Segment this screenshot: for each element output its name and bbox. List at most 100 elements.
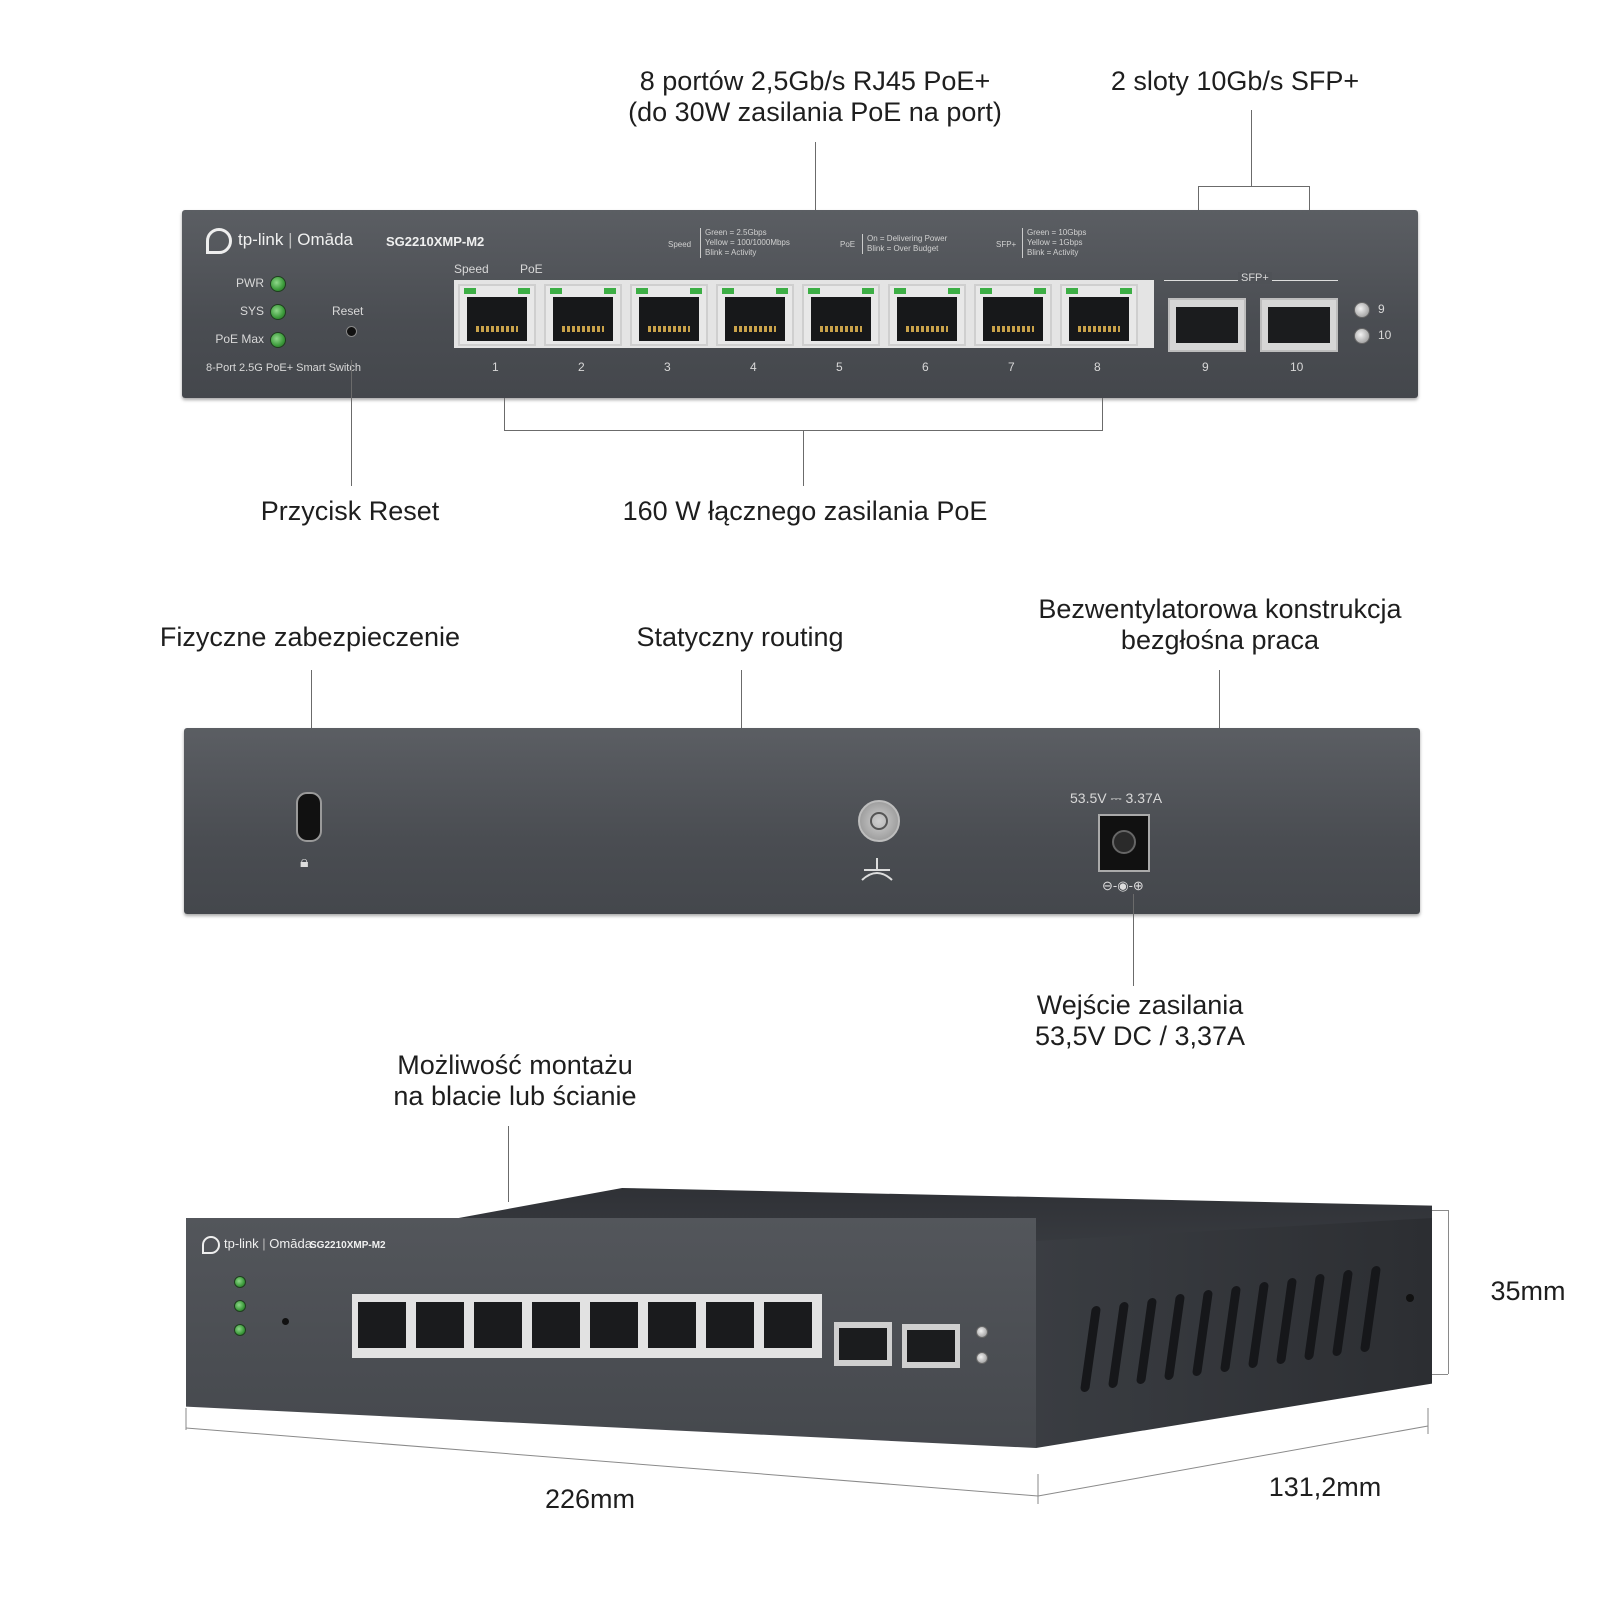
angled-sys-led [234, 1300, 246, 1312]
angled-sfp-port-10[interactable] [902, 1324, 960, 1368]
rj45-port-7[interactable] [974, 284, 1052, 346]
kensington-lock-slot [296, 792, 322, 842]
angled-rj45-port-8[interactable] [764, 1302, 812, 1348]
port-number-1: 1 [492, 360, 499, 374]
sfp-led-9 [1354, 302, 1370, 318]
angled-sfp-port-9[interactable] [834, 1322, 892, 1366]
vent-slot [1135, 1298, 1158, 1384]
ground-icon [861, 858, 893, 881]
rj45-port-4[interactable] [716, 284, 794, 346]
routing-leader [741, 670, 742, 728]
ground-screw [858, 800, 900, 842]
rj45-port-5[interactable] [802, 284, 880, 346]
port-number-6: 6 [922, 360, 929, 374]
reset-button[interactable] [346, 326, 357, 337]
ports-callout-line2: (do 30W zasilania PoE na port) [628, 97, 1002, 127]
legend-poe-title: PoE [840, 240, 856, 249]
rear-panel: 🔒︎ 53.5V ⎓ 3.37A ⊖-◉-⊕ [184, 728, 1420, 914]
fanless-callout: Bezwentylatorowa konstrukcja bezgłośna p… [1000, 594, 1440, 656]
security-callout: Fizyczne zabezpieczenie [159, 622, 461, 652]
depth-label: 131,2mm [1268, 1472, 1382, 1502]
vent-slot [1219, 1286, 1242, 1372]
reset-callout: Przycisk Reset [260, 496, 440, 526]
angled-rj45-port-3[interactable] [474, 1302, 522, 1348]
fanless-line2: bezgłośna praca [1120, 625, 1320, 655]
poe-bracket-left [504, 398, 505, 430]
angled-model-name: SG2210XMP-M2 [310, 1240, 386, 1251]
rj45-port-1[interactable] [458, 284, 536, 346]
angled-rj45-port-2[interactable] [416, 1302, 464, 1348]
port-number-2: 2 [578, 360, 585, 374]
mount-callout: Możliwość montażu na blacie lub ścianie [370, 1050, 660, 1112]
angled-front-face: tp-link | Omāda SG2210XMP-M2 [186, 1218, 1036, 1448]
height-dimension-line [1448, 1210, 1449, 1374]
vent-slot [1275, 1278, 1298, 1364]
angled-rj45-port-4[interactable] [532, 1302, 580, 1348]
vent-slot [1163, 1294, 1186, 1380]
sfp-callout: 2 sloty 10Gb/s SFP+ [1110, 66, 1360, 96]
pwr-led [270, 276, 286, 292]
poe-bracket-right [1102, 398, 1103, 430]
power-rating: 53.5V ⎓ 3.37A [1070, 790, 1163, 806]
lock-icon: 🔒︎ [300, 854, 309, 871]
legend-sfp-title: SFP+ [996, 240, 1017, 249]
ports-leader [815, 142, 816, 210]
device-subtitle: 8-Port 2.5G PoE+ Smart Switch [206, 362, 361, 374]
ports-callout: 8 portów 2,5Gb/s RJ45 PoE+ (do 30W zasil… [560, 66, 1070, 128]
reset-leader [351, 360, 352, 486]
angled-tplink-logo-icon [202, 1236, 220, 1254]
angled-sfp-led-10 [976, 1352, 988, 1364]
mount-leader [508, 1126, 509, 1202]
vent-slot [1247, 1282, 1270, 1368]
brand-name: tp-link | Omāda [238, 230, 353, 249]
mount-line1: Możliwość montażu [397, 1050, 633, 1080]
ports-callout-line1: 8 portów 2,5Gb/s RJ45 PoE+ [639, 66, 991, 96]
angled-reset-button[interactable] [282, 1318, 289, 1325]
front-panel: tp-link | Omāda SG2210XMP-M2 PWR SYS PoE… [182, 210, 1418, 398]
angled-rj45-port-5[interactable] [590, 1302, 638, 1348]
speed-label: Speed [454, 262, 489, 276]
sfp-leader [1251, 110, 1252, 186]
sfp-led-label-9: 9 [1378, 302, 1385, 316]
rj45-port-2[interactable] [544, 284, 622, 346]
fanless-leader [1219, 670, 1220, 728]
port-number-8: 8 [1094, 360, 1101, 374]
sys-led [270, 304, 286, 320]
legend-speed-title: Speed [668, 240, 692, 249]
rj45-port-3[interactable] [630, 284, 708, 346]
angled-sfp-led-9 [976, 1326, 988, 1338]
height-label: 35mm [1490, 1276, 1566, 1306]
sfp-port-9[interactable] [1168, 298, 1246, 352]
mount-line2: na blacie lub ścianie [393, 1081, 637, 1111]
sfp-led-10 [1354, 328, 1370, 344]
poe-budget-callout: 160 W łącznego zasilania PoE [622, 496, 988, 526]
vent-slot [1303, 1274, 1326, 1360]
reset-label: Reset [332, 304, 364, 318]
width-label: 226mm [544, 1484, 636, 1514]
angled-poemax-led [234, 1324, 246, 1336]
angled-rj45-port-1[interactable] [358, 1302, 406, 1348]
power-line1: Wejście zasilania [1036, 990, 1244, 1020]
sfp-port-10[interactable] [1260, 298, 1338, 352]
angled-brand-name: tp-link | Omāda [224, 1236, 312, 1251]
poe-leader [803, 430, 804, 486]
angled-rj45-port-7[interactable] [706, 1302, 754, 1348]
rj45-port-8[interactable] [1060, 284, 1138, 346]
height-dimension-tick [1432, 1374, 1448, 1375]
power-line2: 53,5V DC / 3,37A [1034, 1021, 1246, 1051]
led-label-poemax: PoE Max [215, 332, 264, 346]
rj45-port-6[interactable] [888, 284, 966, 346]
side-screw [1406, 1294, 1414, 1302]
dc-power-jack[interactable] [1098, 814, 1150, 872]
angled-pwr-led [234, 1276, 246, 1288]
port-number-7: 7 [1008, 360, 1015, 374]
width-depth-dimensions [185, 1408, 1429, 1504]
led-label-pwr: PWR [236, 276, 264, 290]
angled-rj45-port-6[interactable] [648, 1302, 696, 1348]
sfp-number-10: 10 [1290, 360, 1304, 374]
sfp-bracket [1198, 186, 1310, 187]
vent-slot [1079, 1306, 1102, 1392]
